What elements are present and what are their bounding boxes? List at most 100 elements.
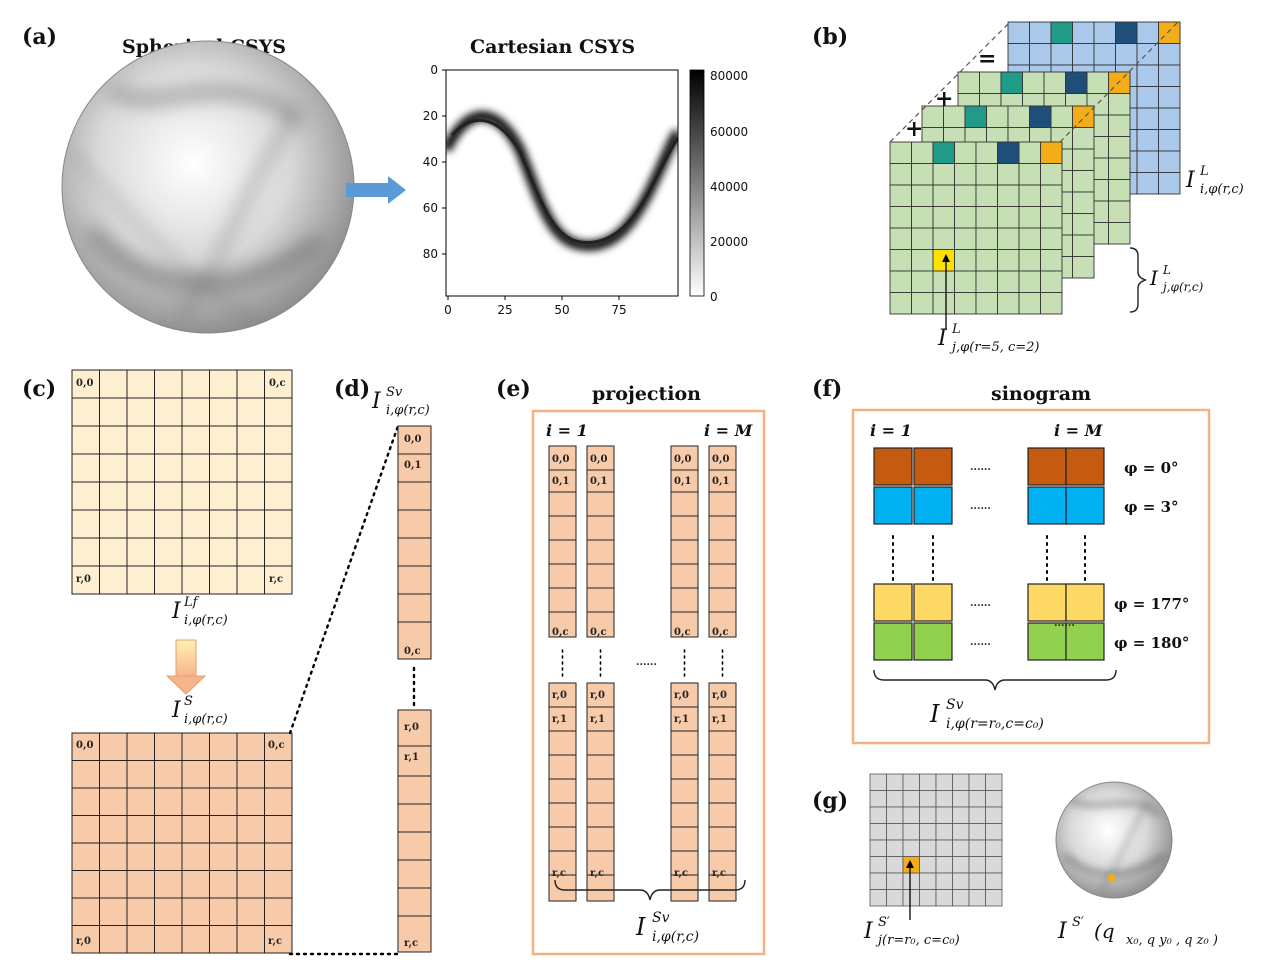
layer-cell <box>954 270 977 293</box>
i-last: i = M <box>704 421 754 440</box>
layer-cell <box>1158 129 1181 152</box>
grid-cell <box>264 787 293 816</box>
grid-cell <box>126 815 155 844</box>
cell-label: 0,c <box>404 646 421 657</box>
sinogram-cell <box>873 447 913 486</box>
grid-cell <box>236 925 265 954</box>
svg-text:I: I <box>937 326 948 351</box>
layer-cell <box>911 227 934 250</box>
lf-grid <box>71 369 293 595</box>
e-brace: I Sv i,φ(r,c) <box>554 879 746 945</box>
grid-cell <box>71 787 100 816</box>
layer-cell <box>1043 71 1066 94</box>
orange-cell <box>1040 141 1063 164</box>
cell-label: 0,0 <box>76 740 93 751</box>
navy-cell <box>1029 105 1052 128</box>
svg-text:(q: (q <box>1094 919 1115 943</box>
panel-a-label: (a) <box>22 24 57 50</box>
column-cell <box>397 621 432 660</box>
projection-cell <box>708 515 737 541</box>
grid-cell <box>126 369 155 399</box>
grid-cell <box>968 889 986 907</box>
layer-cell <box>1050 43 1073 66</box>
layer-cell <box>986 105 1009 128</box>
colorbar-tick: 80000 <box>710 69 748 83</box>
cell-label: r,1 <box>590 714 605 725</box>
grid-cell <box>919 806 937 824</box>
x-tick: 0 <box>444 303 452 317</box>
sinogram-cell <box>1065 622 1105 661</box>
grid-cell <box>154 815 183 844</box>
grid-cell <box>181 425 210 455</box>
panel-f-label: (f) <box>812 376 842 402</box>
grid-cell <box>209 425 238 455</box>
grid-cell <box>952 889 970 907</box>
grid-cell <box>71 760 100 789</box>
grid-cell <box>886 839 904 857</box>
projection-cell <box>708 802 737 828</box>
cell-label: 0,c <box>268 740 285 751</box>
grid-cell <box>126 453 155 483</box>
layer-cell <box>1040 227 1063 250</box>
layer-cell <box>975 141 998 164</box>
grid-cell <box>968 773 986 791</box>
grid-cell <box>919 839 937 857</box>
b-brace-mid: I L j,φ(r,c) <box>1129 247 1204 313</box>
grid-cell <box>71 815 100 844</box>
grid-cell <box>919 823 937 841</box>
projection-cell <box>708 491 737 517</box>
layer-cell <box>1108 93 1131 116</box>
grid-cell <box>264 815 293 844</box>
projection-cell <box>708 754 737 780</box>
column-cell <box>397 537 432 567</box>
colorbar-tick: 60000 <box>710 125 748 139</box>
grid-cell <box>264 425 293 455</box>
projection-cell <box>548 515 577 541</box>
layer-cell <box>954 249 977 272</box>
grid-cell <box>154 565 183 595</box>
grid-cell <box>236 425 265 455</box>
grid-cell <box>264 481 293 511</box>
grid-cell <box>181 870 210 899</box>
grid-cell <box>209 565 238 595</box>
grid-cell <box>236 787 265 816</box>
grid-cell <box>264 732 293 761</box>
layer-cell <box>1072 191 1095 214</box>
cell-label: r,c <box>712 868 726 879</box>
grid-cell <box>99 425 128 455</box>
cell-label: r,0 <box>712 690 727 701</box>
column-cell <box>397 509 432 539</box>
layer-cell <box>889 292 912 315</box>
grid-cell <box>902 839 920 857</box>
layer-cell <box>997 292 1020 315</box>
layer-cell <box>954 227 977 250</box>
layer-cell <box>911 184 934 207</box>
grid-cell <box>71 870 100 899</box>
layer-cell <box>932 206 955 229</box>
b-guides: = + + <box>889 21 1179 143</box>
layer-cell <box>1108 222 1131 245</box>
svg-text:I: I <box>1185 168 1196 193</box>
grid-cell <box>99 925 128 954</box>
grid-cell <box>126 870 155 899</box>
column-cell <box>397 745 432 777</box>
flattened-column <box>397 425 432 953</box>
cell-label: 0,0 <box>674 454 691 465</box>
cell-label: 0,0 <box>404 434 421 445</box>
grid-cell <box>236 732 265 761</box>
sinogram-cell <box>1065 447 1105 486</box>
grid-cell <box>71 925 100 954</box>
layer-cell <box>1136 21 1159 44</box>
grid-cell <box>236 760 265 789</box>
grid-cell <box>236 453 265 483</box>
layer-cell <box>1093 21 1116 44</box>
grid-cell <box>154 425 183 455</box>
grid-cell <box>126 509 155 539</box>
colorbar-tick: 0 <box>710 290 718 304</box>
grid-cell <box>869 790 887 808</box>
sinogram-cell <box>1065 486 1105 525</box>
grid-cell <box>264 509 293 539</box>
sinogram-cell <box>913 583 953 622</box>
layer-cell <box>1072 256 1095 279</box>
panel-b-label: (b) <box>812 24 848 50</box>
